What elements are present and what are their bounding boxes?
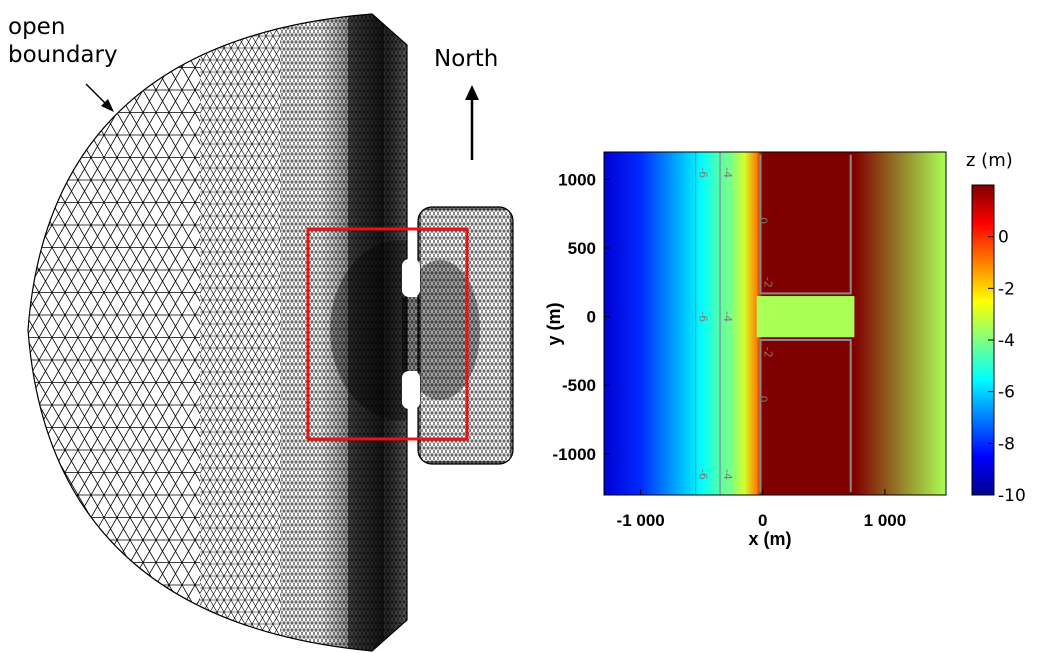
y-tick-label: 1000 (558, 170, 596, 189)
contour-label: -4 (721, 167, 734, 178)
contour-label: -6 (697, 311, 710, 322)
contour-label: -4 (721, 311, 734, 322)
open-boundary-label-line1: open (8, 14, 66, 40)
domain-outline (27, 13, 408, 652)
north-island-contour (759, 154, 852, 295)
contour-label: -6 (697, 469, 710, 480)
depth-contours: -6 -4 -6 -4 -6 -4 0 0 -2 -2 (695, 152, 852, 495)
contour-label: 0 (756, 217, 769, 224)
y-tick-label: 0 (587, 308, 596, 327)
y-axis-label: y (m) (544, 302, 564, 345)
colorbar-tick-label: -8 (998, 434, 1015, 454)
inlet-channel (756, 296, 855, 338)
south-inlet (402, 371, 420, 409)
contour-label: -2 (761, 347, 774, 358)
bathymetry-heatmap (604, 152, 946, 495)
x-tick-label: -1 000 (617, 511, 665, 530)
y-tick-label: 500 (568, 239, 596, 258)
colorbar-tick-label: -6 (998, 383, 1015, 403)
colorbar-tick-label: -2 (998, 279, 1015, 299)
x-axis-label: x (m) (748, 529, 791, 549)
open-boundary-label-line2: boundary (8, 42, 118, 68)
north-label: North (434, 46, 499, 72)
contour-label: -2 (761, 277, 774, 288)
open-boundary-arrow (101, 99, 114, 112)
colorbar-tick-label: 0 (998, 228, 1009, 248)
north-inlet (402, 259, 420, 297)
chart-axes: -1 000 0 1 000 1000 500 0 -500 -1000 (553, 170, 907, 530)
colorbar-tick-label: -10 (998, 486, 1026, 506)
south-island-contour (759, 338, 852, 493)
colorbar-ticks: 0 -2 -4 -6 -8 -10 (988, 228, 1026, 506)
x-tick-label: 0 (758, 511, 767, 530)
zoom-region-box (306, 227, 469, 441)
colorbar-title: z (m) (966, 150, 1013, 171)
colorbar-tick-label: -4 (998, 331, 1015, 351)
north-arrow (465, 85, 479, 100)
y-tick-label: -500 (562, 376, 596, 395)
y-tick-label: -1000 (553, 445, 596, 464)
plot-frame (603, 151, 947, 496)
contour-label: -6 (697, 167, 710, 178)
contour-label: 0 (756, 395, 769, 402)
x-tick-label: 1 000 (864, 511, 907, 530)
contour-label: -4 (721, 469, 734, 480)
